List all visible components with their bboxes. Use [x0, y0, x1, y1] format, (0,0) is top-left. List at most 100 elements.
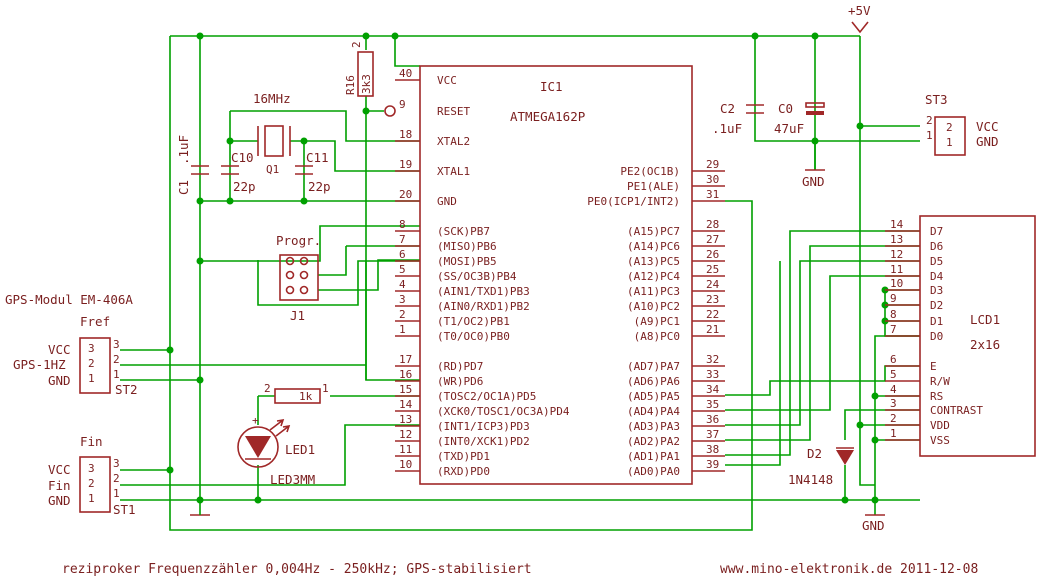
ic1-pin-label: (AD1)PA1: [627, 450, 680, 463]
ic1-pin-number: 36: [706, 413, 719, 426]
c1-value: .1uF: [176, 135, 191, 165]
st1-name: ST1: [113, 502, 136, 517]
st1-fin-label: Fin: [48, 478, 71, 493]
st3-vcc-label: VCC: [976, 119, 999, 134]
r16-name: R16: [344, 75, 357, 95]
c2-name: C2: [720, 101, 735, 116]
c11-value: 22p: [308, 179, 331, 194]
c0-name: C0: [778, 101, 793, 116]
lcd-pin-label: D3: [930, 284, 943, 297]
ic1-pin-number: 11: [399, 443, 412, 456]
ic1-pin-number: 37: [706, 428, 719, 441]
st2-gnd-label: GND: [48, 373, 71, 388]
ic1-pin-number: 21: [706, 323, 719, 336]
ic1-pin-label: (A9)PC1: [634, 315, 680, 328]
st1-pin2-num: 2: [113, 472, 120, 485]
gnd-label-c0: GND: [802, 174, 825, 189]
ic1-pin-number: 10: [399, 458, 412, 471]
junctions: [166, 32, 889, 504]
led1: 1k 2 1 + LED1 LED3MM: [237, 382, 329, 487]
ic1-pin-label: (AIN1/TXD1)PB3: [437, 285, 530, 298]
st2-name: ST2: [115, 382, 138, 397]
ic1-pin-label: (WR)PD6: [437, 375, 483, 388]
ic1-pin-label: (MOSI)PB5: [437, 255, 497, 268]
ic1-pin-label: (A13)PC5: [627, 255, 680, 268]
ic1-pin-number: 31: [706, 188, 719, 201]
st3-pin2-num: 2: [926, 114, 933, 127]
ic1-pin-label: GND: [437, 195, 457, 208]
ic1-pin-label: RESET: [437, 105, 470, 118]
lcd-pin-number: 12: [890, 248, 903, 261]
ic1-pin-label: PE1(ALE): [627, 180, 680, 193]
r16-resistor: R16 3k3 2: [344, 41, 374, 97]
lcd-pin-label: D2: [930, 299, 943, 312]
q1-name: Q1: [266, 163, 279, 176]
lcd-pins: 14D713D612D511D410D39D28D17D06E5R/W4RS3C…: [885, 218, 983, 447]
ic1-part: ATMEGA162P: [510, 109, 585, 124]
ic1-pin-label: PE0(ICP1/INT2): [587, 195, 680, 208]
footer-credit: www.mino-elektronik.de 2011-12-08: [720, 562, 978, 577]
lcd-pin-label: D6: [930, 240, 943, 253]
gnd-label-lcd: GND: [862, 518, 885, 533]
st2-pin1: 1: [88, 372, 95, 385]
ic1-pin-number: 2: [399, 308, 406, 321]
ic1-pin-label: (A10)PC2: [627, 300, 680, 313]
j1-name: J1: [290, 308, 305, 323]
ic1-pin-number: 7: [399, 233, 406, 246]
st3-connector: ST3 2 1 2 1 VCC GND: [925, 92, 999, 156]
ic1-pin-label: (RD)PD7: [437, 360, 483, 373]
ic1-pin-label: (AD5)PA5: [627, 390, 680, 403]
lcd-pin-label: R/W: [930, 375, 950, 388]
st3-pin2-label: 2: [946, 121, 953, 134]
st3-pin1-num: 1: [926, 129, 933, 142]
gnd-symbols: GND GND: [190, 169, 885, 533]
st3-pin1-label: 1: [946, 136, 953, 149]
vcc-supply-symbol: +5V: [848, 3, 871, 34]
ic1-pin-number: 23: [706, 293, 719, 306]
c2-value: .1uF: [712, 121, 742, 136]
ic1-pin-label: (INT0/XCK1)PD2: [437, 435, 530, 448]
r16-value: 3k3: [360, 74, 373, 94]
st1-pin3-num: 3: [113, 457, 120, 470]
ic1-pin-label: (TXD)PD1: [437, 450, 490, 463]
ic1-pin-number: 35: [706, 398, 719, 411]
ic1-pin-label: (A11)PC3: [627, 285, 680, 298]
d2-name: D2: [807, 446, 822, 461]
ic1-pin-label: (TOSC2/OC1A)PD5: [437, 390, 536, 403]
ic1-pin-label: (MISO)PB6: [437, 240, 497, 253]
lcd-pin-label: RS: [930, 390, 943, 403]
ic1-pin-number: 1: [399, 323, 406, 336]
st2-pin3: 3: [88, 342, 95, 355]
r-led-value: 1k: [299, 390, 313, 403]
st2-pin3-num: 3: [113, 338, 120, 351]
ic1-name: IC1: [540, 79, 563, 94]
ic1-pin-number: 38: [706, 443, 719, 456]
ic1-pin-label: XTAL2: [437, 135, 470, 148]
ic1-pin-label: (INT1/ICP3)PD3: [437, 420, 530, 433]
ic1-pin-number: 5: [399, 263, 406, 276]
c0-capacitor: C0 47uF: [774, 101, 825, 136]
lcd-pin-number: 7: [890, 323, 897, 336]
lcd-pin-number: 9: [890, 292, 897, 305]
c11-capacitor: C11 22p: [295, 150, 331, 194]
st1-pin3: 3: [88, 462, 95, 475]
footer-title: reziproker Frequenzzähler 0,004Hz - 250k…: [62, 562, 532, 577]
c1-capacitor: C1 .1uF: [176, 135, 209, 195]
st1-vcc-label: VCC: [48, 462, 71, 477]
ic1-pin-number: 15: [399, 383, 412, 396]
st2-pin2: 2: [88, 357, 95, 370]
ic1-pin-number: 8: [399, 218, 406, 231]
ic1-pin-number: 26: [706, 248, 719, 261]
c10-capacitor: C10 22p: [221, 150, 256, 194]
ic1-pin-number: 20: [399, 188, 412, 201]
ic1-pin-number: 17: [399, 353, 412, 366]
q1-crystal: 16MHz Q1: [253, 91, 291, 176]
lcd-pin-label: D0: [930, 330, 943, 343]
ic1-pin-label: (AD0)PA0: [627, 465, 680, 478]
lcd-name: LCD1: [970, 312, 1000, 327]
r16-pin-label: 2: [350, 41, 363, 48]
st2-connector: GPS-Modul EM-406A Fref 3 2 1 3 2 1 VCC G…: [5, 292, 138, 397]
c11-name: C11: [306, 150, 329, 165]
ic1-pin-number: 16: [399, 368, 412, 381]
